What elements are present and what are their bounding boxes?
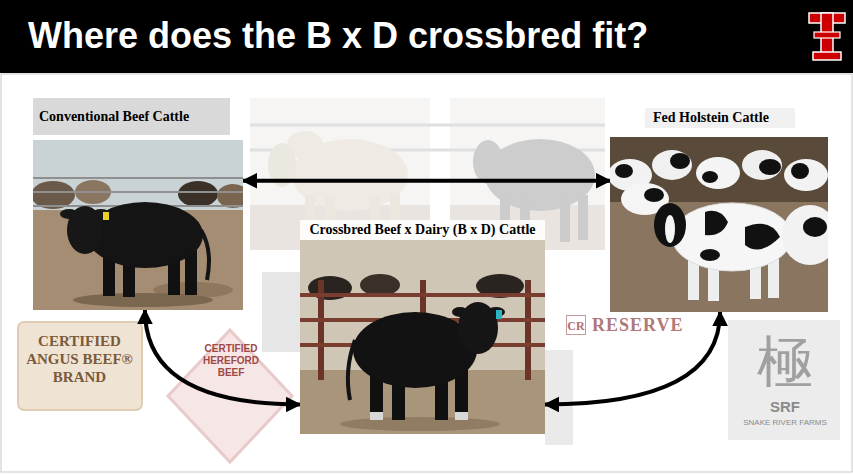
angus-badge	[18, 322, 142, 410]
node-label: Fed Holstein Cattle	[645, 108, 795, 128]
watermark-text: RESERVE	[592, 314, 683, 336]
slide-title: Where does the B x D crossbred fit?	[28, 11, 648, 61]
cattle-photo	[33, 140, 243, 310]
photo-node: Crossbred Beef x Dairy (B x D) Cattle	[300, 220, 545, 434]
watermark-text: SNAKE RIVER FARMS	[735, 418, 835, 428]
faded-cattle-photos	[250, 98, 605, 250]
cattle-photo	[610, 137, 828, 312]
texas-tech-logo	[809, 13, 845, 60]
content-frame	[1, 74, 852, 472]
beef-cow-photo	[33, 140, 243, 310]
watermark-text: CR	[566, 315, 586, 335]
double-arrow	[145, 310, 300, 404]
hereford-diamond	[168, 330, 292, 462]
double-arrow	[545, 312, 720, 404]
watermark-text: CERTIFIED HEREFORD BEEF	[190, 343, 272, 379]
crossbred-photo	[300, 240, 545, 434]
double-arrow	[243, 179, 610, 183]
srf-square	[728, 320, 840, 440]
cattle-photo	[300, 240, 545, 434]
holstein-photo	[610, 137, 828, 312]
node-label: Crossbred Beef x Dairy (B x D) Cattle	[300, 220, 545, 240]
node-label: Conventional Beef Cattle	[33, 98, 230, 135]
watermark-text: CERTIFIED ANGUS BEEF® BRAND	[22, 332, 137, 386]
watermark-text: SRF	[735, 398, 835, 416]
photo-node: Conventional Beef Cattle	[33, 98, 243, 310]
photo-node: Fed Holstein Cattle	[610, 108, 828, 312]
title-bar	[0, 0, 853, 73]
watermark-text: 極	[740, 328, 830, 396]
